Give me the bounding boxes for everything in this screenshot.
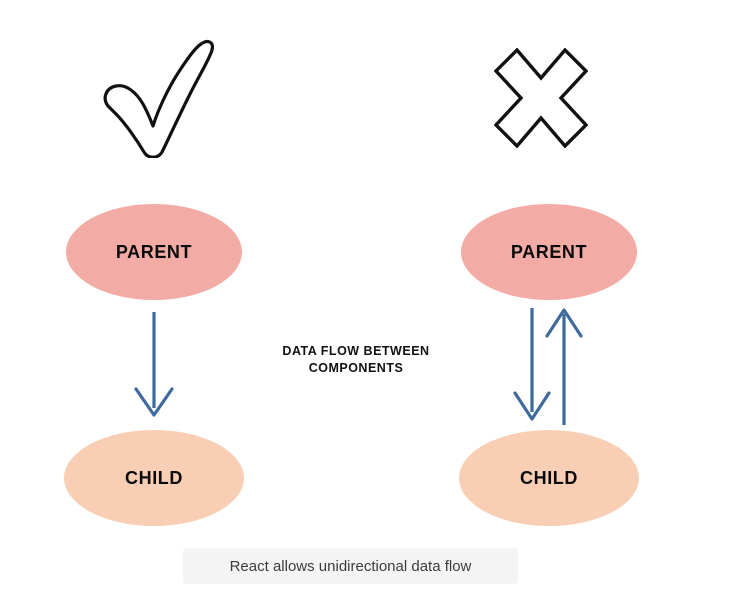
node-label: PARENT xyxy=(115,241,193,262)
node-label: CHILD xyxy=(125,467,183,488)
node-parent-right: PARENT xyxy=(461,204,637,300)
node-label: PARENT xyxy=(510,241,588,262)
center-label-line-2: COMPONENTS xyxy=(308,361,404,375)
node-label: CHILD xyxy=(520,467,578,488)
node-parent-left: PARENT xyxy=(66,204,242,300)
caption-bar: React allows unidirectional data flow xyxy=(183,548,518,584)
center-label: DATA FLOW BETWEEN COMPONENTS xyxy=(246,343,466,377)
node-child-right: CHILD xyxy=(459,430,639,526)
caption-text: React allows unidirectional data flow xyxy=(229,557,472,575)
child-to-parent-arrow-right xyxy=(545,308,583,425)
parent-to-child-arrow-left xyxy=(134,312,174,417)
checkmark-icon xyxy=(96,32,214,158)
parent-to-child-arrow-right xyxy=(513,308,551,421)
cross-icon xyxy=(494,48,588,148)
center-label-line-1: DATA FLOW BETWEEN xyxy=(282,344,430,358)
node-child-left: CHILD xyxy=(64,430,244,526)
